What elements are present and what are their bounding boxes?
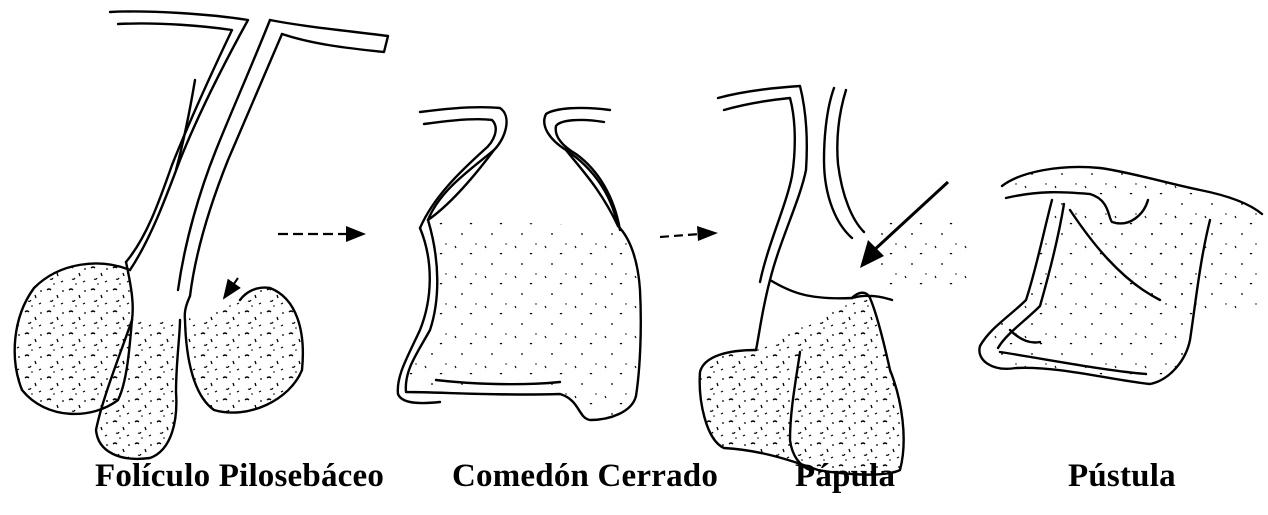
progression-arrow-2	[660, 226, 718, 241]
stage-label-foliculo: Folículo Pilosebáceo	[95, 458, 384, 495]
stage-comedon-drawing	[398, 107, 641, 420]
progression-arrow-1	[278, 226, 366, 242]
stage-label-papula: Pápula	[795, 458, 895, 495]
stage-papula-drawing	[700, 86, 904, 475]
stage-label-pustula: Pústula	[1068, 458, 1176, 495]
stage-label-comedon: Comedón Cerrado	[452, 458, 718, 495]
inflammation-stipple	[880, 220, 970, 290]
inner-arrow-1	[224, 278, 238, 298]
stage-foliculo-drawing	[15, 11, 388, 458]
pustule-stipple	[1150, 210, 1260, 310]
